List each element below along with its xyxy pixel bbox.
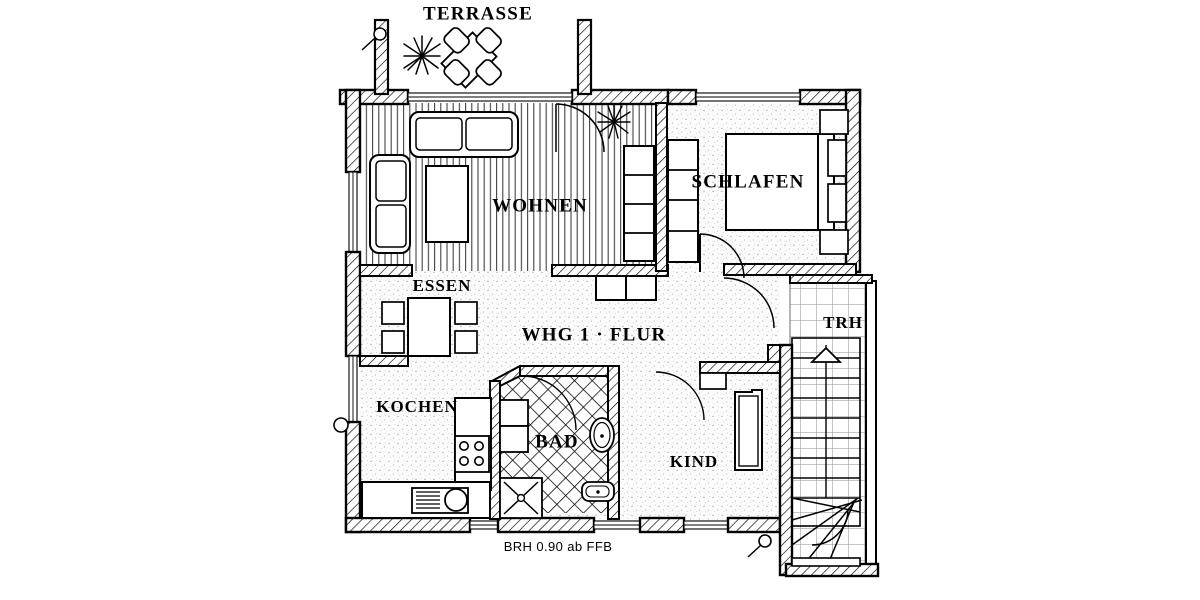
floor-trh [790, 281, 870, 571]
door-hinge-icon [333, 417, 349, 433]
wall-wohnen-schlafen [655, 102, 668, 272]
terrace-chair [475, 59, 502, 86]
sofa [409, 111, 519, 158]
kochen-furniture [333, 397, 492, 519]
window-bottom-kind [683, 520, 729, 530]
terrace-area [361, 18, 593, 96]
door-swing-terrace [555, 103, 605, 153]
stair-flight [791, 337, 861, 527]
potted-plant-icon [597, 103, 631, 139]
window-top-schlafen [695, 92, 801, 102]
desk [699, 372, 727, 390]
dining-chair [454, 301, 478, 325]
dining-chair [381, 301, 405, 325]
single-bed [734, 389, 763, 471]
room-label-essen: ESSEN [413, 276, 472, 295]
toilet [581, 481, 615, 502]
dining-chair [454, 330, 478, 354]
window-bottom-mid [593, 520, 641, 530]
wall-bottom-bad [496, 516, 596, 534]
wall-bottom-left [344, 516, 472, 534]
room-label-bad: BAD [535, 431, 579, 452]
armchair [369, 154, 411, 254]
terrace-chair [475, 27, 502, 54]
up-arrow-icon [809, 346, 843, 363]
dining-chair [381, 330, 405, 354]
staircase [791, 337, 863, 567]
shelf-unit [623, 145, 655, 262]
window-bottom-kochen [469, 520, 499, 530]
potted-plant-icon [403, 35, 441, 75]
wall-wohnen-south-a [359, 264, 413, 277]
wall-top-mid2 [666, 88, 698, 106]
wall-trh-right [865, 280, 877, 572]
schlafen-furniture [699, 109, 849, 279]
door-hinge-icon [747, 534, 772, 558]
shower-tray [499, 477, 543, 519]
room-labels: TERRASSE WOHNEN SCHLAFEN ESSEN WHG 1 · F… [376, 3, 863, 471]
door-hinge-icon [361, 27, 387, 51]
wall-wohnen-south-b [551, 264, 669, 277]
bad-fixtures [499, 375, 615, 519]
wall-schlafen-south [723, 263, 857, 276]
window-left-kochen [348, 355, 358, 423]
entry-door [723, 277, 775, 329]
kitchen-stove [454, 435, 490, 473]
washbasin [589, 417, 615, 453]
room-label-wohnen: WOHNEN [492, 195, 588, 216]
stair-bottom-edge [791, 557, 861, 567]
room-label-flur: WHG 1 · FLUR [522, 324, 667, 345]
wall-kochen-stub [359, 355, 409, 367]
shelf-unit [667, 139, 699, 263]
door-swing-kind [655, 371, 705, 421]
wall-bottom-right [726, 516, 782, 534]
terrace-chair [443, 59, 470, 86]
kind-furniture [655, 371, 772, 558]
wall-left-upper [344, 88, 362, 174]
window-sill-note: BRH 0.90 ab FFB [504, 539, 613, 554]
essen-furniture [381, 275, 657, 357]
door-swing-entry [723, 277, 775, 329]
kitchen-sink [411, 487, 469, 514]
wohnen-furniture [369, 103, 699, 263]
door-swing-schlafen [699, 233, 745, 279]
wall-left-mid [344, 250, 362, 358]
room-label-kochen: KOCHEN [376, 397, 458, 416]
winder-steps [791, 497, 863, 565]
room-label-kind: KIND [670, 452, 718, 471]
exterior-walls [338, 88, 880, 578]
coffee-table [425, 165, 469, 243]
terrace-wall-right [576, 18, 593, 96]
nightstand [819, 109, 849, 135]
pillow [827, 139, 847, 177]
wall-left-lower [344, 420, 362, 534]
room-label-terrasse: TERRASSE [423, 3, 533, 24]
sideboard [595, 275, 657, 301]
dining-table [407, 297, 451, 357]
wall-bad-north [519, 365, 619, 377]
pillow [827, 183, 847, 223]
window-top-wohnen [407, 92, 573, 102]
wall-trh-left [778, 343, 794, 577]
window-left-wohnen [348, 171, 358, 253]
wall-trh-top [789, 274, 873, 284]
cabinet [499, 399, 529, 427]
cabinet [499, 425, 529, 453]
room-label-schlafen: SCHLAFEN [691, 171, 804, 192]
wall-kind-north [699, 361, 781, 374]
door-swing-bad [521, 375, 577, 431]
wall-bottom-mid [638, 516, 686, 534]
room-label-trh: TRH [823, 313, 863, 332]
nightstand [819, 229, 849, 255]
terrace-chair [443, 27, 470, 54]
